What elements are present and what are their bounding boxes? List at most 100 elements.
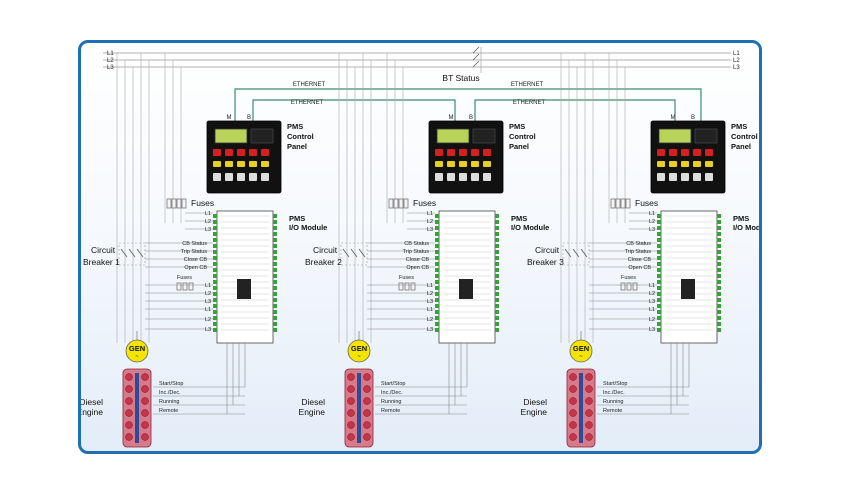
- engine-cylinder: [585, 397, 593, 405]
- engine-cylinder: [363, 385, 371, 393]
- terminal-left: [213, 214, 217, 218]
- terminal-left: [213, 250, 217, 254]
- control-panel-button-yellow: [705, 161, 713, 167]
- terminal-right: [495, 226, 499, 230]
- control-panel-button-red: [471, 149, 479, 156]
- control-panel-display: [658, 128, 692, 144]
- terminal-left: [657, 268, 661, 272]
- terminal-left: [657, 244, 661, 248]
- terminal-right: [495, 268, 499, 272]
- terminal-left: [657, 316, 661, 320]
- gen-symbol: ~: [579, 354, 583, 360]
- engine-signal-label: Start/Stop: [603, 381, 627, 387]
- control-panel-title: Panel: [509, 142, 529, 151]
- gen-label: GEN: [351, 344, 367, 353]
- cb-signal-label: Trip Status: [181, 249, 208, 255]
- port-m-label: M: [449, 115, 454, 121]
- cb-signal-label: CB Status: [182, 241, 207, 247]
- terminal-right: [495, 316, 499, 320]
- terminal-left: [435, 298, 439, 302]
- control-panel-leds: [694, 128, 718, 144]
- terminal-right: [717, 238, 721, 242]
- breaker-contact: [120, 248, 128, 258]
- port-b-label: B: [691, 115, 695, 121]
- terminal-right: [495, 298, 499, 302]
- terminal-left: [657, 298, 661, 302]
- port-m-label: M: [671, 115, 676, 121]
- voltage-line-label: L3: [427, 299, 433, 305]
- fuse: [181, 198, 187, 209]
- engine-cylinder: [125, 409, 133, 417]
- control-panel-button-white: [249, 173, 257, 181]
- breaker-contact: [358, 248, 366, 258]
- control-panel-button-red: [435, 149, 443, 156]
- engine-signal-label: Inc./Dec.: [381, 390, 403, 396]
- fuses-label: Fuses: [635, 198, 658, 208]
- engine-signal-label: Remote: [603, 408, 622, 414]
- io-line-label: L3: [427, 227, 433, 233]
- control-panel-button-white: [483, 173, 491, 181]
- control-panel-display: [214, 128, 248, 144]
- fuse: [166, 198, 172, 209]
- engine-signal-label: Running: [603, 399, 624, 405]
- terminal-left: [435, 322, 439, 326]
- terminal-right: [495, 232, 499, 236]
- control-panel-button-red: [681, 149, 689, 156]
- io-module-title: PMS: [289, 214, 305, 223]
- engine-signal-label: Remote: [159, 408, 178, 414]
- terminal-left: [657, 238, 661, 242]
- terminal-right: [273, 232, 277, 236]
- terminal-left: [435, 268, 439, 272]
- terminal-right: [495, 220, 499, 224]
- engine-label: Engine: [81, 407, 103, 417]
- terminal-right: [273, 316, 277, 320]
- terminal-left: [657, 256, 661, 260]
- fuse: [610, 198, 616, 209]
- terminal-right: [717, 256, 721, 260]
- terminal-left: [213, 280, 217, 284]
- fuse: [403, 198, 409, 209]
- io-line-label: L2: [205, 219, 211, 225]
- terminal-left: [657, 250, 661, 254]
- terminal-right: [495, 322, 499, 326]
- terminal-left: [435, 274, 439, 278]
- ethernet-line-3: [474, 99, 676, 121]
- control-panel-button-red: [261, 149, 269, 156]
- breaker-enclosure: [118, 242, 146, 266]
- terminal-left: [213, 256, 217, 260]
- cb-signal-label: Open CB: [184, 265, 207, 271]
- terminal-left: [435, 304, 439, 308]
- fuses-label: Fuses: [413, 198, 436, 208]
- control-panel-button-red: [447, 149, 455, 156]
- ethernet-label-4: ETHERNET: [513, 100, 546, 106]
- current-line-label: L3: [649, 327, 655, 333]
- terminal-right: [273, 322, 277, 326]
- control-panel-button-red: [225, 149, 233, 156]
- terminal-left: [213, 244, 217, 248]
- control-panel-button-red: [237, 149, 245, 156]
- control-panel-button-yellow: [225, 161, 233, 167]
- terminal-left: [657, 328, 661, 332]
- pms-io-module: [216, 210, 274, 344]
- terminal-left: [213, 292, 217, 296]
- engine-cylinder: [569, 385, 577, 393]
- engine-label: Diesel: [523, 397, 547, 407]
- control-panel-button-white: [657, 173, 665, 181]
- engine-cylinder: [363, 373, 371, 381]
- control-panel-button-red: [483, 149, 491, 156]
- fuse-small: [626, 282, 632, 291]
- voltage-line-label: L1: [427, 283, 433, 289]
- engine-signal-label: Running: [381, 399, 402, 405]
- io-module-title: I/O Module: [733, 223, 759, 232]
- fuse-small: [188, 282, 194, 291]
- engine-signal-label: Remote: [381, 408, 400, 414]
- terminal-right: [273, 310, 277, 314]
- terminal-left: [213, 274, 217, 278]
- terminal-right: [717, 220, 721, 224]
- fuse: [615, 198, 621, 209]
- control-panel-title: Control: [509, 132, 536, 141]
- breaker-contact: [580, 248, 588, 258]
- terminal-left: [657, 280, 661, 284]
- control-panel-button-yellow: [237, 161, 245, 167]
